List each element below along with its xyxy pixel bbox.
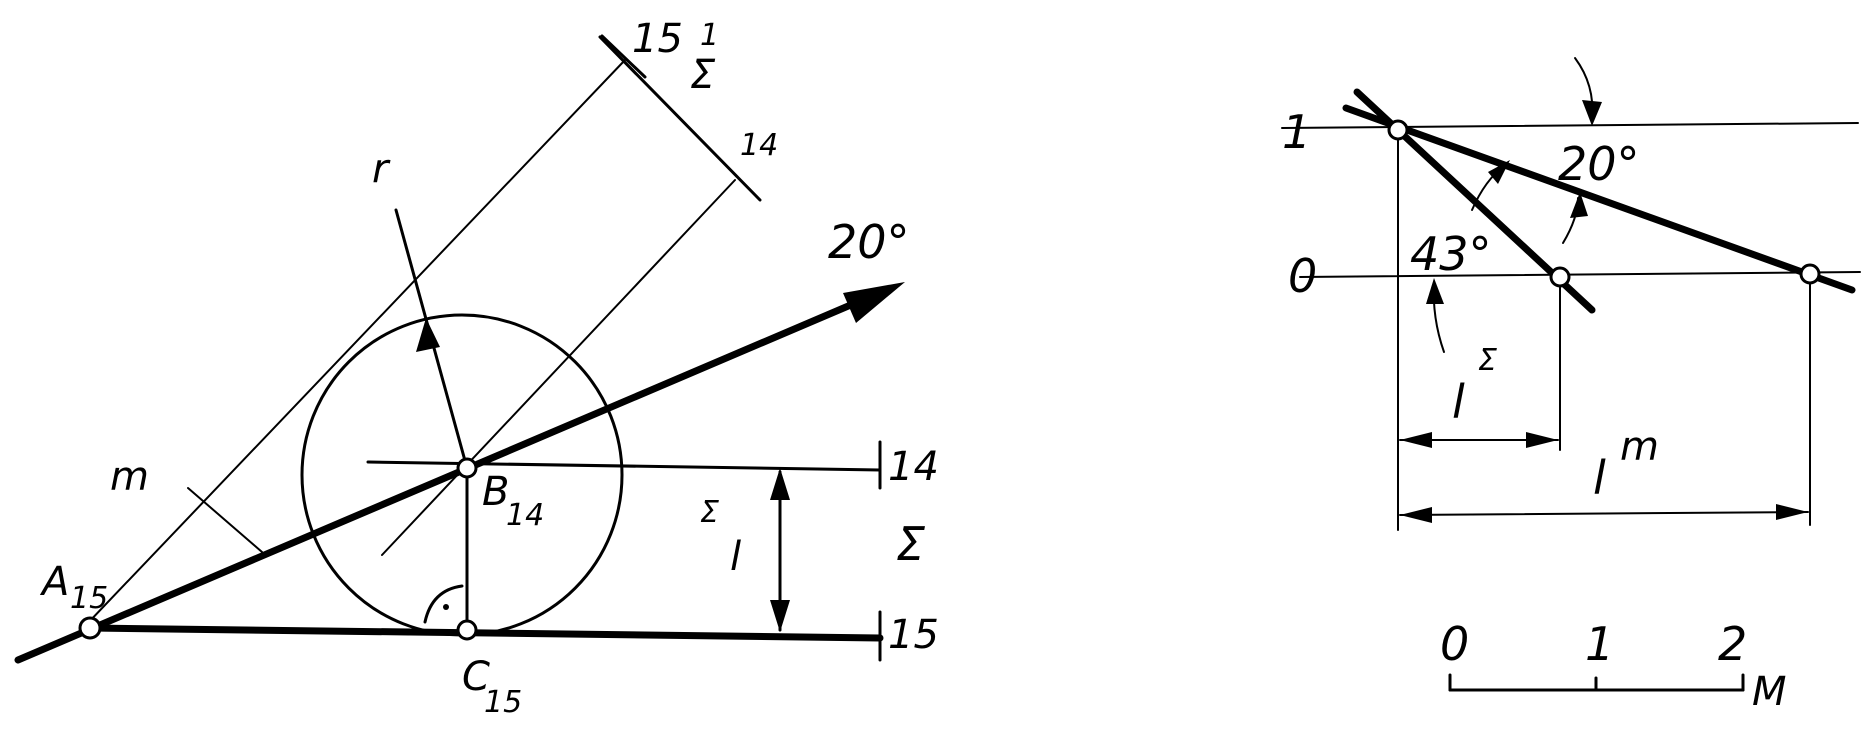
label-angle-20-right: 20° [1558,137,1640,191]
label-a-sub: 15 [70,581,108,616]
scale-label-2: 2 [1718,617,1747,671]
label-sigma-right: Σ [896,517,925,571]
label-m: m [110,454,149,500]
label-l-sigma: l [1452,375,1465,429]
level-14-line [366,460,882,472]
label-1-top: 1 [700,18,719,53]
right-figure: 1 0 20° 43° l Σ l m [1281,57,1861,531]
diagonal-from-a [85,59,626,626]
right-angle-arc [423,584,464,624]
r-arrowhead [416,318,440,352]
label-14-right: 14 [888,444,939,490]
slope-arrowhead [843,282,905,323]
line-20-deg [1342,104,1856,294]
label-a: A [39,559,69,605]
label-14-top: 14 [740,128,778,163]
point-b [456,457,478,479]
label-angle-43: 43° [1410,227,1492,281]
label-level-0: 0 [1288,249,1317,303]
scale-label-0: 0 [1440,617,1469,671]
level-15-line [86,624,884,642]
point-a [78,616,102,640]
label-angle-20: 20° [828,215,910,269]
left-figure: 20° r m A 15 B 14 C 15 15 1 Σ 14 14 Σ 15… [14,16,939,720]
label-sigma-top: Σ [690,52,716,98]
label-c: C [462,654,490,700]
scale-bar: 0 1 2 M [1440,617,1787,715]
label-l-m: l [1593,451,1606,505]
m-leader [187,487,263,553]
dim-l-m-arrow-left [1400,507,1432,523]
dim-l-sigma-arrow-right [1526,432,1558,448]
gauge-tick-15 [600,34,647,79]
label-l-m-sup: m [1620,424,1659,470]
level-1-line [1281,122,1859,129]
dim-arrow-down [770,600,790,632]
label-r: r [372,146,391,192]
angle-20-lower-arrow [1570,192,1588,218]
level-0-line [1299,271,1861,278]
angle-20-top-arrow [1582,100,1602,126]
slope-line-m [14,297,864,664]
angle-43-base-arrow [1426,278,1444,304]
dim-l-m-arrow-right [1776,504,1808,520]
label-c-sub: 15 [484,685,522,720]
point-c [456,619,478,641]
label-l-sigma-dim: l [730,534,741,580]
dim-arrow-up [770,468,790,500]
label-l-sigma-sup-right: Σ [1478,343,1497,378]
scale-unit: M [1752,669,1787,715]
point-m-0 [1799,263,1821,285]
scale-label-1: 1 [1585,617,1614,671]
label-level-1: 1 [1282,105,1311,159]
label-b: B [482,469,509,515]
gauge-line [598,35,762,202]
label-b-sub: 14 [506,498,544,533]
dim-l-sigma-arrow-left [1400,432,1432,448]
label-l-sigma-sup: Σ [700,495,719,530]
angle-43-arrow [1488,160,1510,184]
label-15-right: 15 [888,612,939,658]
right-angle-dot [443,604,449,610]
label-15-top: 15 [632,16,683,62]
diagonal-through-b [381,179,736,556]
dim-l-m [1399,511,1809,516]
point-sigma-0 [1549,266,1571,288]
point-level-1 [1387,119,1409,141]
